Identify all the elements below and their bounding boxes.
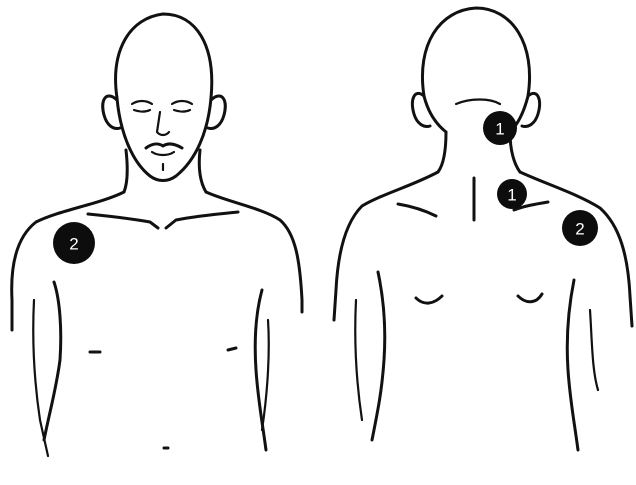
back-right-shoulder-arm — [520, 172, 632, 326]
back-marker-1-lower: 1 — [497, 179, 527, 209]
front-left-eye — [132, 101, 152, 104]
back-left-scapula-top — [398, 204, 436, 216]
front-right-eye-lower — [174, 110, 190, 112]
back-marker-2: 2 — [562, 210, 598, 246]
back-right-scapula-bottom — [518, 294, 542, 302]
back-right-inner-arm — [590, 310, 598, 390]
back-marker-1-upper: 1 — [483, 111, 517, 145]
back-left-shoulder-arm — [334, 172, 438, 320]
back-marker-1-upper-label: 1 — [495, 120, 504, 139]
front-right-eye — [172, 101, 192, 104]
front-neck-left — [124, 150, 127, 192]
front-marker-2: 2 — [53, 222, 95, 264]
front-nose — [157, 112, 169, 135]
back-hairline — [456, 100, 500, 105]
front-marker-2-label: 2 — [69, 235, 78, 254]
back-marker-2-label: 2 — [575, 220, 584, 239]
front-right-shoulder-arm — [206, 192, 302, 312]
front-mustache — [146, 144, 182, 148]
back-left-inner-arm — [355, 300, 362, 420]
back-head-outline — [422, 8, 529, 132]
back-left-scapula-bottom — [416, 296, 442, 303]
back-left-torso-side — [372, 272, 385, 440]
back-neck-left — [438, 132, 446, 172]
front-right-nipple — [228, 348, 236, 350]
front-right-clavicle — [166, 212, 238, 228]
back-marker-1-lower-label: 1 — [507, 186, 516, 205]
front-mouth — [152, 152, 174, 155]
front-left-eye-lower — [134, 110, 150, 112]
front-neck-right — [199, 150, 206, 192]
front-left-torso-side — [44, 282, 61, 440]
front-right-inner-arm — [262, 320, 269, 430]
front-left-clavicle — [88, 214, 158, 228]
front-right-torso-side — [255, 290, 266, 450]
back-right-torso-side — [567, 280, 578, 450]
